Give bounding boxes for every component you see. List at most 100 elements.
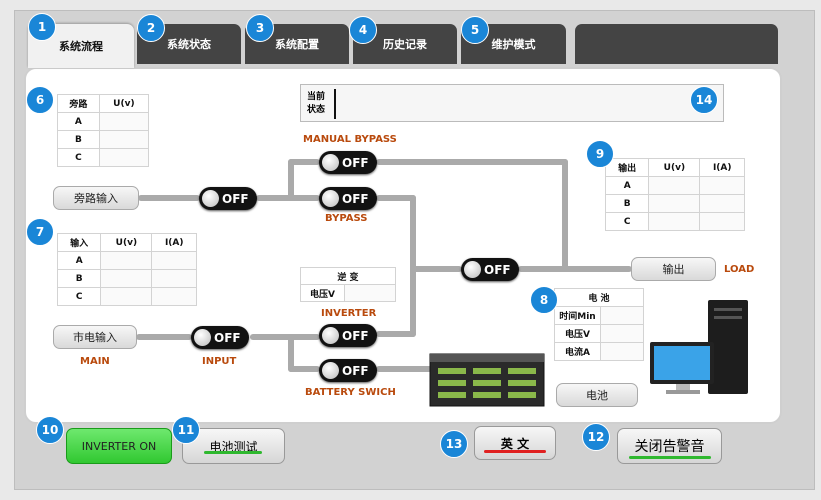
text-cursor bbox=[334, 89, 336, 119]
input-switch[interactable]: OFF bbox=[191, 326, 249, 349]
status-label: 当前 状态 bbox=[307, 92, 326, 115]
wire bbox=[288, 366, 320, 372]
tab-label: 系统流程 bbox=[59, 40, 103, 53]
mains-input-button[interactable]: 市电输入 bbox=[53, 325, 137, 349]
badge-5: 5 bbox=[461, 16, 489, 44]
battery-switch-label: BATTERY SWICH bbox=[305, 387, 396, 398]
row-label: 时间Min bbox=[554, 306, 601, 325]
inverter-table: 逆 变 电压V bbox=[300, 267, 396, 302]
battery-table: 电 池 时间Min 电压V 电流A bbox=[554, 288, 644, 361]
tab-label: 历史记录 bbox=[383, 38, 427, 51]
badge-1: 1 bbox=[28, 13, 56, 41]
table-header: 旁路 bbox=[57, 94, 100, 113]
badge-14: 14 bbox=[690, 86, 718, 114]
badge-13: 13 bbox=[440, 430, 468, 458]
button-underline bbox=[204, 451, 262, 454]
switch-state: OFF bbox=[342, 191, 369, 206]
badge-10: 10 bbox=[36, 416, 64, 444]
switch-knob bbox=[202, 190, 219, 207]
row-label: A bbox=[57, 112, 100, 131]
table-header: I(A) bbox=[699, 158, 745, 177]
row-label: 电压V bbox=[554, 324, 601, 343]
wire bbox=[288, 159, 320, 165]
badge-2: 2 bbox=[137, 14, 165, 42]
tab-history[interactable]: 历史记录 bbox=[353, 24, 457, 64]
inverter-switch[interactable]: OFF bbox=[319, 324, 377, 347]
switch-state: OFF bbox=[342, 328, 369, 343]
switch-knob bbox=[322, 362, 339, 379]
row-label: B bbox=[57, 130, 100, 149]
switch-knob bbox=[464, 261, 481, 278]
computer-load-icon bbox=[650, 300, 748, 394]
table-header: U(v) bbox=[100, 233, 153, 252]
wire bbox=[376, 366, 432, 372]
battery-rack-icon bbox=[429, 353, 545, 407]
manual-bypass-switch[interactable]: OFF bbox=[319, 151, 377, 174]
row-label: C bbox=[57, 148, 100, 167]
switch-state: OFF bbox=[222, 191, 249, 206]
button-label: 关闭告警音 bbox=[634, 439, 705, 455]
table-title: 电 池 bbox=[554, 288, 644, 307]
badge-9: 9 bbox=[586, 140, 614, 168]
bypass-input-button[interactable]: 旁路输入 bbox=[53, 186, 139, 210]
table-title: 逆 变 bbox=[300, 267, 396, 285]
row-label: B bbox=[604, 194, 650, 213]
wire bbox=[376, 331, 416, 337]
switch-knob bbox=[322, 327, 339, 344]
switch-knob bbox=[194, 329, 211, 346]
button-label: 电池测试 bbox=[209, 439, 258, 454]
row-label: A bbox=[604, 176, 650, 195]
output-button[interactable]: 输出 bbox=[631, 257, 716, 281]
badge-3: 3 bbox=[246, 14, 274, 42]
status-panel: 当前 状态 bbox=[300, 84, 724, 122]
switch-state: OFF bbox=[484, 262, 511, 277]
wire bbox=[518, 266, 632, 272]
badge-8: 8 bbox=[530, 286, 558, 314]
input-label: INPUT bbox=[202, 356, 237, 367]
row-label: C bbox=[56, 287, 102, 306]
bypass-input-switch[interactable]: OFF bbox=[199, 187, 257, 210]
wire bbox=[288, 334, 294, 372]
wire bbox=[136, 334, 192, 340]
row-label: 电流A bbox=[554, 342, 601, 361]
table-header: U(v) bbox=[648, 158, 701, 177]
badge-4: 4 bbox=[349, 16, 377, 44]
wire bbox=[138, 195, 200, 201]
main-label: MAIN bbox=[80, 356, 110, 367]
table-header: I(A) bbox=[151, 233, 197, 252]
wire bbox=[410, 266, 462, 272]
row-label: 电压V bbox=[300, 284, 345, 302]
button-underline bbox=[629, 456, 711, 459]
load-label: LOAD bbox=[724, 264, 755, 275]
wire bbox=[562, 159, 568, 269]
switch-state: OFF bbox=[342, 155, 369, 170]
battery-button[interactable]: 电池 bbox=[556, 383, 638, 407]
table-header: U(v) bbox=[98, 94, 150, 113]
tab-label: 系统配置 bbox=[275, 38, 319, 51]
badge-7: 7 bbox=[26, 218, 54, 246]
english-language-button[interactable]: 英 文 bbox=[474, 426, 556, 460]
wire bbox=[376, 195, 416, 201]
row-label: B bbox=[56, 269, 102, 288]
output-switch[interactable]: OFF bbox=[461, 258, 519, 281]
bypass-label: BYPASS bbox=[325, 213, 368, 224]
switch-state: OFF bbox=[342, 363, 369, 378]
switch-knob bbox=[322, 154, 339, 171]
table-header: 输入 bbox=[56, 233, 102, 252]
switch-state: OFF bbox=[214, 330, 241, 345]
badge-11: 11 bbox=[172, 416, 200, 444]
button-underline bbox=[484, 450, 546, 453]
badge-12: 12 bbox=[582, 423, 610, 451]
tab-label: 维护模式 bbox=[491, 38, 536, 51]
tab-label: 系统状态 bbox=[167, 38, 211, 51]
battery-switch[interactable]: OFF bbox=[319, 359, 377, 382]
row-label: A bbox=[56, 251, 102, 270]
wire bbox=[376, 159, 568, 165]
row-label: C bbox=[604, 212, 650, 231]
tab-empty bbox=[575, 24, 778, 64]
bypass-switch[interactable]: OFF bbox=[319, 187, 377, 210]
inverter-on-button[interactable]: INVERTER ON bbox=[66, 428, 172, 464]
wire bbox=[250, 334, 320, 340]
